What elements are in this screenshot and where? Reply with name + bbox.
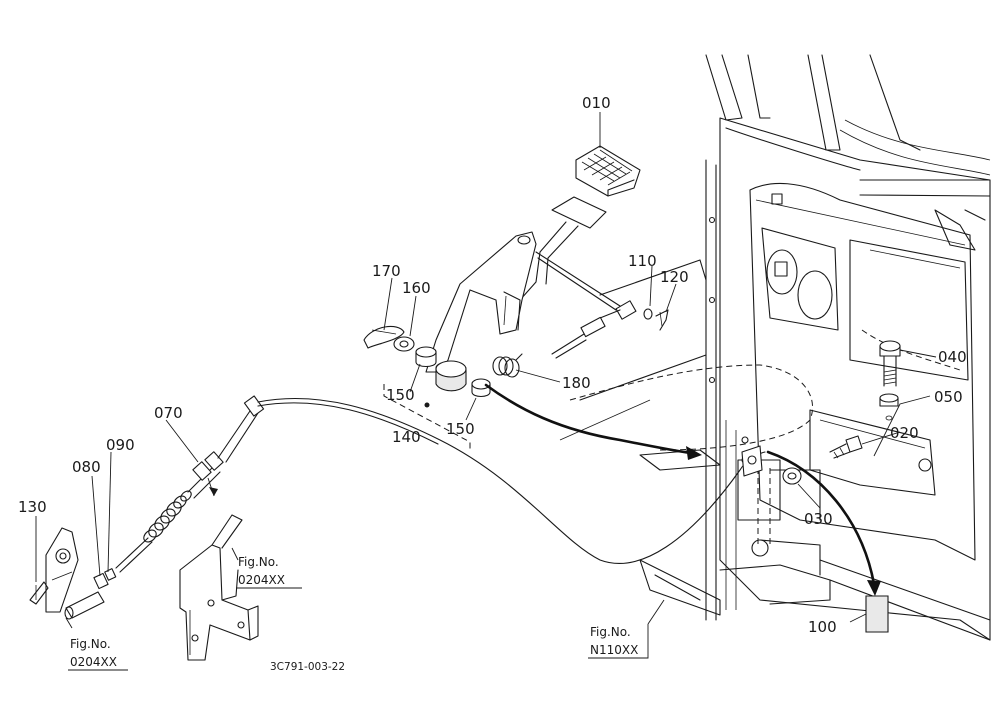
part-labels: 010 110 120 170 160 150 150 140 180 040 …	[18, 94, 967, 636]
leader-lines	[35, 112, 937, 629]
tractor-frame	[559, 54, 991, 641]
fasteners	[741, 340, 901, 485]
fig-left-code: 0204XX	[70, 655, 117, 669]
label-130: 130	[18, 498, 47, 516]
routing-arrows	[484, 383, 881, 596]
fig-left-title: Fig.No.	[70, 637, 111, 651]
label-070: 070	[154, 404, 183, 422]
label-160: 160	[402, 279, 431, 297]
mounting-bracket	[179, 514, 259, 661]
label-170: 170	[372, 262, 401, 280]
label-050: 050	[934, 388, 963, 406]
label-110: 110	[628, 252, 657, 270]
fig-mid-title: Fig.No.	[238, 555, 279, 569]
pedal-assembly	[363, 145, 641, 408]
label-030: 030	[804, 510, 833, 528]
label-040: 040	[938, 348, 967, 366]
label-020: 020	[890, 424, 919, 442]
assembly-140-bracket	[383, 384, 471, 450]
label-080: 080	[72, 458, 101, 476]
label-120: 120	[660, 268, 689, 286]
label-100-card	[865, 595, 889, 633]
bell-crank-plate	[29, 527, 105, 620]
fig-mid-code: 0204XX	[238, 573, 285, 587]
cable-end-joint	[93, 568, 117, 590]
throttle-cable-070	[115, 395, 766, 573]
label-010: 010	[582, 94, 611, 112]
label-150b: 150	[446, 420, 475, 438]
rod-end-110	[551, 300, 669, 359]
label-180: 180	[562, 374, 591, 392]
fig-right-title: Fig.No.	[590, 625, 631, 639]
label-140: 140	[392, 428, 421, 446]
label-090: 090	[106, 436, 135, 454]
drawing-code: 3C791-003-22	[270, 661, 345, 673]
fig-right-code: N110XX	[590, 643, 638, 657]
label-150a: 150	[386, 386, 415, 404]
figure-references: Fig.No. 0204XX Fig.No. 0204XX Fig.No. N1…	[68, 555, 649, 671]
label-100: 100	[808, 618, 837, 636]
